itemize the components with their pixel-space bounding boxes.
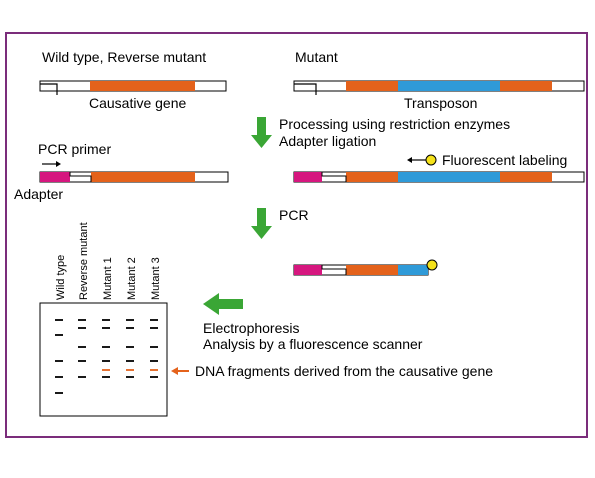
restriction-mark — [294, 83, 317, 95]
electrophoresis-gel — [39, 302, 168, 417]
transposon-segment — [398, 81, 500, 91]
ligated-wild-type — [39, 161, 229, 183]
lane-label-mutant-3: Mutant 3 — [150, 257, 162, 300]
adapter-label: Adapter — [14, 186, 64, 202]
adapter-segment — [40, 172, 70, 182]
lane-mutant-3-bands — [150, 319, 158, 378]
lane-label-mutant-2: Mutant 2 — [126, 257, 138, 300]
adapter-segment — [294, 172, 322, 182]
left-arrow — [203, 293, 243, 315]
lane-reverse-mutant-bands — [78, 319, 86, 378]
fluorescent-dot — [425, 154, 437, 166]
pcr-product — [293, 259, 438, 276]
down-arrow-2 — [251, 208, 272, 239]
causative-gene-label: Causative gene — [89, 95, 187, 111]
lane-wild-type-bands — [55, 319, 63, 394]
lane-label-mutant-1: Mutant 1 — [102, 257, 114, 300]
down-arrow-1 — [251, 117, 272, 148]
processing-label: Processing using restriction enzymes — [279, 116, 511, 132]
analysis-label: Analysis by a fluorescence scanner — [203, 336, 423, 352]
electrophoresis-label: Electrophoresis — [203, 320, 300, 336]
dna-fragments-label: DNA fragments derived from the causative… — [195, 363, 494, 379]
restriction-mark — [40, 83, 58, 95]
lane-mutant-2-bands — [126, 319, 134, 378]
gene-segment-left — [346, 81, 398, 91]
pcr-primer-label: PCR primer — [38, 141, 112, 157]
adapter-ligation-label: Adapter ligation — [279, 133, 377, 149]
lane-label-wild-type: Wild type — [55, 255, 67, 300]
wild-reverse-label: Wild type, Reverse mutant — [42, 49, 207, 65]
fragment-pointer-arrow — [171, 367, 189, 375]
gene-segment-right — [500, 81, 552, 91]
fluorescent-dot — [426, 259, 438, 271]
ligated-mutant — [293, 154, 585, 183]
causative-gene-segment — [90, 81, 195, 91]
lane-mutant-1-bands — [102, 319, 110, 378]
mutant-label: Mutant — [295, 49, 338, 65]
fluorescent-labeling-label: Fluorescent labeling — [442, 152, 568, 168]
pcr-label: PCR — [279, 207, 309, 223]
lane-label-reverse-mutant: Reverse mutant — [78, 222, 90, 300]
wild-type-dna — [39, 80, 227, 95]
mutant-dna — [293, 80, 585, 95]
transposon-label: Transposon — [404, 95, 478, 111]
figure-frame — [5, 32, 588, 438]
